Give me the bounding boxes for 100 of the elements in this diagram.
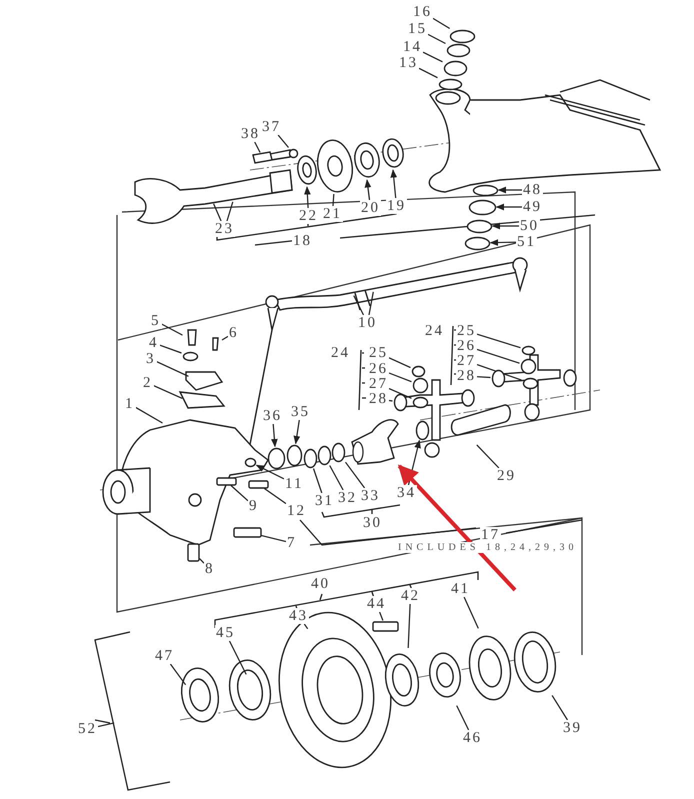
callout-number: 16 — [412, 4, 433, 20]
callout-number: 27 — [368, 376, 389, 392]
callout-number: 23 — [214, 221, 235, 237]
leader-line — [492, 222, 519, 230]
callout-number: 26 — [368, 361, 389, 377]
leader-line — [476, 334, 521, 348]
leader-line — [490, 239, 516, 246]
leader-line — [304, 624, 308, 630]
leader-line — [496, 204, 522, 210]
ring-part-drawing — [446, 42, 470, 58]
leader-line — [345, 462, 366, 488]
pin-part-drawing — [372, 620, 398, 632]
pin-part-drawing — [248, 480, 268, 488]
leader-line — [388, 388, 412, 399]
ring-part-drawing — [520, 344, 536, 356]
ring-part-drawing — [182, 350, 198, 362]
leader-line — [161, 323, 183, 336]
leader-line — [390, 169, 398, 198]
leader-line — [476, 376, 491, 378]
pin-part-drawing — [186, 542, 200, 562]
ring-part-drawing — [464, 236, 490, 250]
leader-line — [153, 385, 183, 399]
leader-line — [332, 194, 334, 206]
leader-line — [271, 424, 278, 448]
leader-line — [353, 295, 364, 316]
ring-part-drawing — [288, 148, 298, 158]
leader-line — [329, 465, 344, 490]
leader-line — [294, 420, 300, 444]
pin-part-drawing — [232, 526, 262, 538]
leader-line — [199, 558, 204, 564]
ring-part-drawing — [472, 184, 498, 196]
leader-line — [432, 18, 450, 30]
leader-line — [226, 202, 234, 222]
leader-line — [222, 336, 228, 341]
ring-part-drawing — [414, 420, 430, 440]
leader-line — [428, 34, 446, 44]
leader-line — [159, 344, 182, 354]
ring-part-drawing — [442, 60, 468, 76]
leader-line — [379, 612, 384, 621]
leader-line — [228, 640, 247, 675]
ring-part-drawing — [392, 392, 408, 412]
leader-line — [408, 604, 411, 648]
leader-line — [388, 372, 412, 382]
leader-line — [476, 364, 522, 381]
ring-part-drawing — [520, 358, 536, 374]
leader-line — [476, 444, 500, 468]
leader-line — [156, 361, 189, 377]
leader-line — [388, 400, 393, 402]
pointer-arrow — [398, 464, 516, 592]
ring-part-drawing — [412, 376, 428, 394]
leader-line — [256, 464, 284, 480]
leader-line — [312, 468, 322, 494]
ring-part-drawing — [302, 448, 318, 468]
leader-line — [456, 705, 470, 730]
ring-part-drawing — [244, 456, 256, 468]
leader-line — [368, 292, 374, 316]
ring-part-drawing — [448, 28, 476, 44]
callout-number: 43 — [288, 608, 309, 624]
leader-line — [170, 664, 186, 686]
callout-number: 25 — [368, 345, 389, 361]
leader-line — [261, 535, 286, 542]
leader-line — [464, 596, 479, 629]
callout-number: 44 — [366, 596, 387, 612]
callout-number: 19 — [386, 198, 407, 214]
leader-line — [135, 406, 163, 424]
leader-line — [552, 695, 568, 720]
ring-part-drawing — [316, 444, 332, 466]
callout-number: 5 — [150, 313, 162, 329]
callout-number: 47 — [154, 648, 175, 664]
ring-part-drawing — [412, 396, 428, 408]
ring-part-drawing — [330, 442, 346, 462]
leader-line — [476, 348, 520, 364]
ring-part-drawing — [490, 368, 506, 388]
callout-number: 13 — [398, 55, 419, 71]
ring-part-drawing — [410, 364, 426, 378]
leader-line — [213, 203, 222, 222]
leader-line — [304, 186, 311, 208]
ring-part-drawing — [466, 218, 492, 234]
pin-part-drawing — [216, 476, 236, 486]
leader-line — [264, 488, 286, 504]
ring-part-drawing — [522, 376, 538, 390]
callout-number: 20 — [360, 200, 381, 216]
ring-part-drawing — [266, 446, 286, 470]
callout-number: 21 — [322, 206, 343, 222]
leader-line — [418, 68, 438, 78]
callout-number: 37 — [261, 119, 282, 135]
callout-number: 14 — [402, 39, 423, 55]
ring-part-drawing — [286, 444, 302, 466]
leader-line — [230, 485, 248, 502]
leader-line — [364, 179, 372, 200]
callout-number: 15 — [407, 21, 428, 37]
callout-number: 48 — [522, 182, 543, 198]
leader-line — [498, 186, 522, 194]
ring-part-drawing — [438, 78, 462, 90]
leader-line — [278, 134, 289, 148]
ring-part-drawing — [468, 198, 496, 216]
leader-line — [422, 52, 443, 62]
leader-line — [254, 142, 261, 153]
leader-line — [98, 722, 114, 728]
leader-line — [388, 357, 411, 368]
